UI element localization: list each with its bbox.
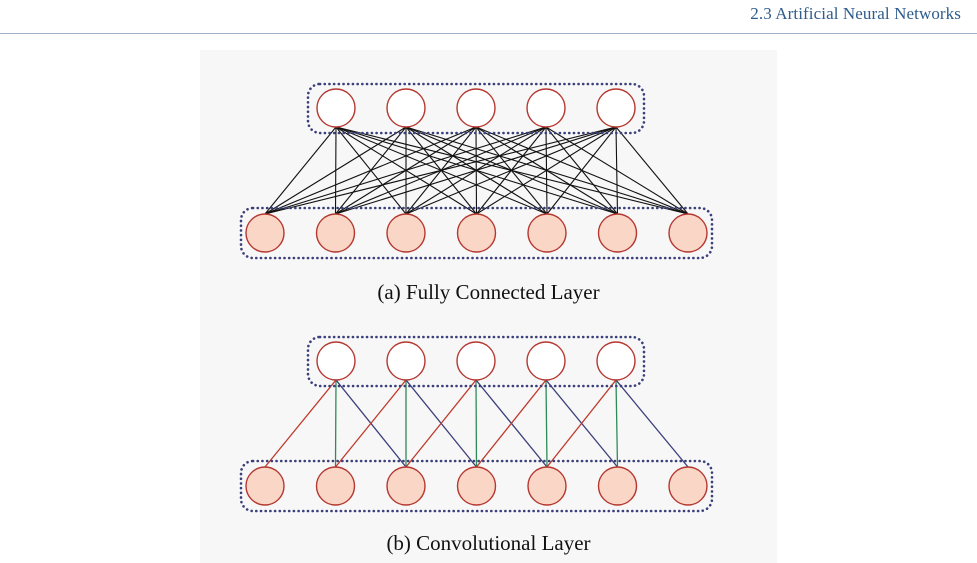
input-neuron (668, 466, 708, 506)
output-neuron (596, 88, 636, 128)
output-neuron (526, 341, 566, 381)
output-neuron (316, 88, 356, 128)
input-neuron (527, 466, 567, 506)
running-header: 2.3 Artificial Neural Networks (750, 4, 961, 23)
output-neuron (386, 341, 426, 381)
connection-line (476, 126, 617, 215)
input-neuron (597, 213, 638, 253)
connection-line (615, 126, 689, 215)
connection-line (615, 126, 619, 215)
input-neuron (245, 213, 285, 253)
input-neuron (315, 466, 356, 506)
connection-line (264, 126, 337, 215)
input-layer-group (239, 459, 714, 513)
connection-line (334, 379, 337, 468)
connection-line (264, 126, 477, 215)
output-neuron (316, 341, 356, 381)
connection-line (264, 126, 547, 215)
connection-line (264, 126, 407, 215)
connection-line (334, 379, 407, 468)
convolutional-diagram (239, 335, 714, 513)
output-neuron (526, 88, 566, 128)
input-layer-group (239, 206, 714, 260)
connection-line (546, 126, 617, 215)
input-neuron (386, 466, 426, 506)
connection-line (615, 379, 689, 468)
output-neuron (386, 88, 426, 128)
input-neuron (456, 213, 497, 253)
connection-line (545, 379, 548, 468)
output-neuron (596, 341, 636, 381)
connection-line (475, 379, 478, 468)
input-neuron (597, 466, 638, 506)
fully-connected-diagram (239, 82, 714, 260)
connection-line (335, 126, 617, 215)
connection-line (405, 126, 617, 215)
caption-fully-connected: (a) Fully Connected Layer (377, 280, 600, 304)
connection-line (546, 379, 617, 468)
output-neuron (456, 341, 496, 381)
input-neuron (315, 213, 356, 253)
connection-line (405, 379, 477, 468)
input-neuron (456, 466, 497, 506)
connection-line (615, 379, 619, 468)
input-neuron (245, 466, 285, 506)
connection-line (264, 126, 617, 215)
caption-convolutional: (b) Convolutional Layer (386, 531, 591, 555)
connection-line (264, 379, 337, 468)
output-layer-group (306, 335, 646, 388)
input-neuron (527, 213, 567, 253)
input-neuron (668, 213, 708, 253)
output-neuron (456, 88, 496, 128)
connection-line (475, 379, 547, 468)
input-neuron (386, 213, 426, 253)
output-layer-group (306, 82, 646, 135)
header-rule (0, 33, 977, 34)
